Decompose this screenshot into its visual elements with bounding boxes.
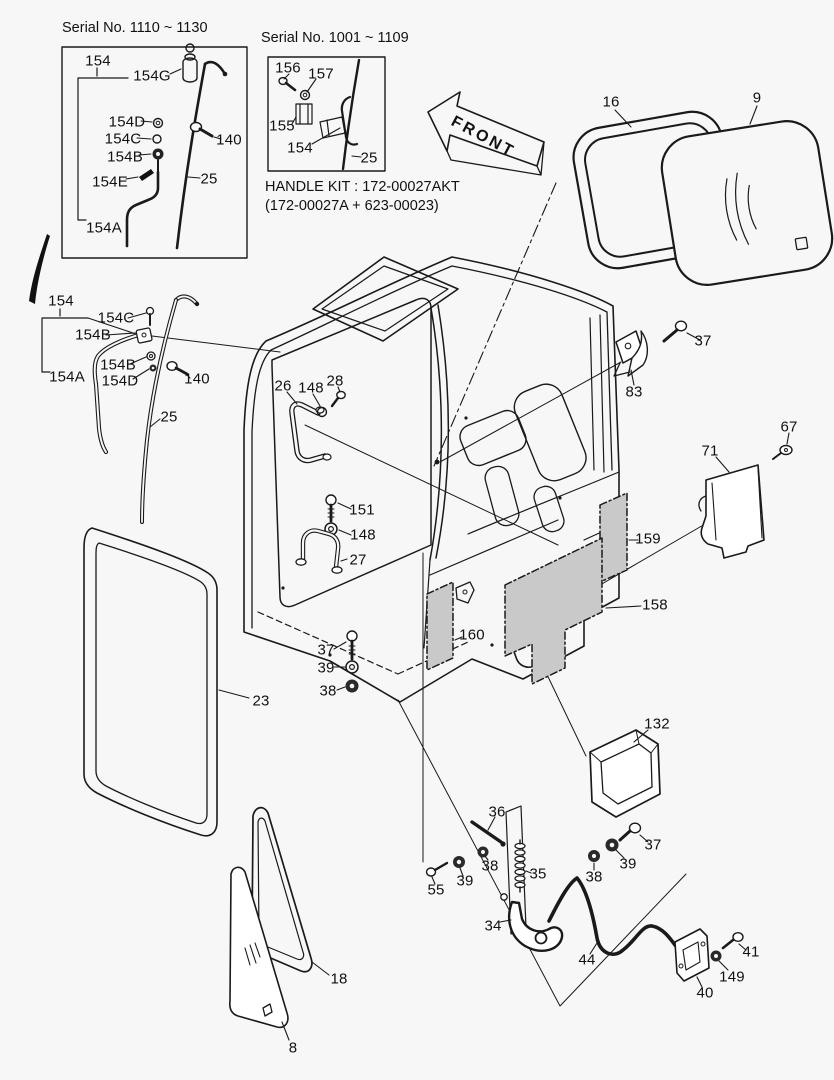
part-label-154E: 154E bbox=[92, 173, 128, 191]
panel-159 bbox=[599, 492, 628, 583]
part-label-83: 83 bbox=[625, 383, 643, 401]
part-label-154: 154 bbox=[48, 292, 74, 310]
part-label-148: 148 bbox=[298, 379, 324, 397]
part-label-25: 25 bbox=[360, 149, 378, 167]
part-label-25: 25 bbox=[160, 408, 178, 426]
part-label-38: 38 bbox=[585, 868, 603, 886]
part-label-159: 159 bbox=[635, 530, 661, 548]
part-label-160: 160 bbox=[459, 626, 485, 644]
part-label-140: 140 bbox=[216, 131, 242, 149]
part-label-154B: 154B bbox=[100, 356, 136, 374]
front-arrow-shape bbox=[427, 91, 545, 176]
part-label-149: 149 bbox=[719, 968, 745, 986]
insulation-panels bbox=[426, 492, 628, 685]
part-label-37: 37 bbox=[644, 836, 662, 854]
part-label-27: 27 bbox=[349, 551, 367, 569]
handle-group-154-left bbox=[29, 234, 281, 524]
part-label-34: 34 bbox=[484, 917, 502, 935]
handle-kit-line1: HANDLE KIT : 172-00027AKT bbox=[265, 179, 460, 195]
latch-83 bbox=[613, 320, 701, 386]
panel-158 bbox=[504, 537, 603, 685]
part-label-156: 156 bbox=[275, 59, 301, 77]
hardware-bottom-right bbox=[547, 822, 747, 988]
grab-handle-26 bbox=[286, 386, 346, 464]
part-label-154A: 154A bbox=[86, 219, 122, 237]
part-label-154B: 154B bbox=[107, 148, 143, 166]
part-label-39: 39 bbox=[619, 855, 637, 873]
part-label-67: 67 bbox=[780, 418, 798, 436]
inset-box-2 bbox=[267, 56, 386, 172]
part-label-154: 154 bbox=[85, 52, 111, 70]
part-label-26: 26 bbox=[274, 377, 292, 395]
inset-2-title: Serial No. 1001 ~ 1109 bbox=[261, 30, 409, 46]
part-label-37: 37 bbox=[694, 332, 712, 350]
part-label-38: 38 bbox=[319, 682, 337, 700]
part-label-55: 55 bbox=[427, 881, 445, 899]
part-label-16: 16 bbox=[602, 93, 620, 111]
part-label-154C: 154C bbox=[97, 309, 135, 327]
part-label-23: 23 bbox=[252, 692, 270, 710]
part-label-154: 154 bbox=[287, 139, 313, 157]
window-glass-9 bbox=[660, 105, 834, 286]
part-label-140: 140 bbox=[184, 370, 210, 388]
part-label-132: 132 bbox=[644, 715, 670, 733]
inset-box-1 bbox=[61, 43, 248, 259]
part-label-154A: 154A bbox=[49, 368, 85, 386]
box-132 bbox=[589, 729, 661, 818]
part-label-154C: 154C bbox=[104, 130, 142, 148]
inset-1-title: Serial No. 1110 ~ 1130 bbox=[62, 20, 208, 36]
bracket-27 bbox=[295, 494, 352, 574]
part-label-154G: 154G bbox=[133, 67, 171, 85]
part-label-154D: 154D bbox=[101, 372, 139, 390]
part-label-38: 38 bbox=[481, 857, 499, 875]
part-label-8: 8 bbox=[288, 1039, 298, 1057]
part-label-18: 18 bbox=[330, 970, 348, 988]
part-label-151: 151 bbox=[349, 501, 375, 519]
part-label-39: 39 bbox=[456, 872, 474, 890]
part-label-154B: 154B bbox=[75, 326, 111, 344]
part-label-157: 157 bbox=[308, 65, 334, 83]
part-label-28: 28 bbox=[326, 372, 344, 390]
part-label-71: 71 bbox=[701, 442, 719, 460]
part-label-44: 44 bbox=[578, 951, 596, 969]
quarter-window-glass-8 bbox=[229, 866, 290, 1041]
door-seal-23 bbox=[83, 527, 250, 837]
part-label-37: 37 bbox=[317, 641, 335, 659]
cover-71 bbox=[698, 432, 793, 559]
bolt-stack-left bbox=[333, 630, 359, 693]
part-label-36: 36 bbox=[488, 803, 506, 821]
part-label-25: 25 bbox=[200, 170, 218, 188]
handle-kit-line2: (172-00027A + 623-00023) bbox=[265, 198, 439, 214]
hardware-bottom-left bbox=[425, 805, 564, 952]
part-label-154D: 154D bbox=[108, 113, 146, 131]
part-label-39: 39 bbox=[317, 659, 335, 677]
part-label-148: 148 bbox=[350, 526, 376, 544]
panel-160 bbox=[426, 581, 454, 671]
part-label-158: 158 bbox=[642, 596, 668, 614]
part-label-41: 41 bbox=[742, 943, 760, 961]
part-label-9: 9 bbox=[752, 89, 762, 107]
part-label-40: 40 bbox=[696, 984, 714, 1002]
handle-kit-note: HANDLE KIT : 172-00027AKT (172-00027A + … bbox=[265, 178, 460, 216]
part-label-155: 155 bbox=[269, 117, 295, 135]
part-label-35: 35 bbox=[529, 865, 547, 883]
cab-body bbox=[243, 182, 713, 1007]
